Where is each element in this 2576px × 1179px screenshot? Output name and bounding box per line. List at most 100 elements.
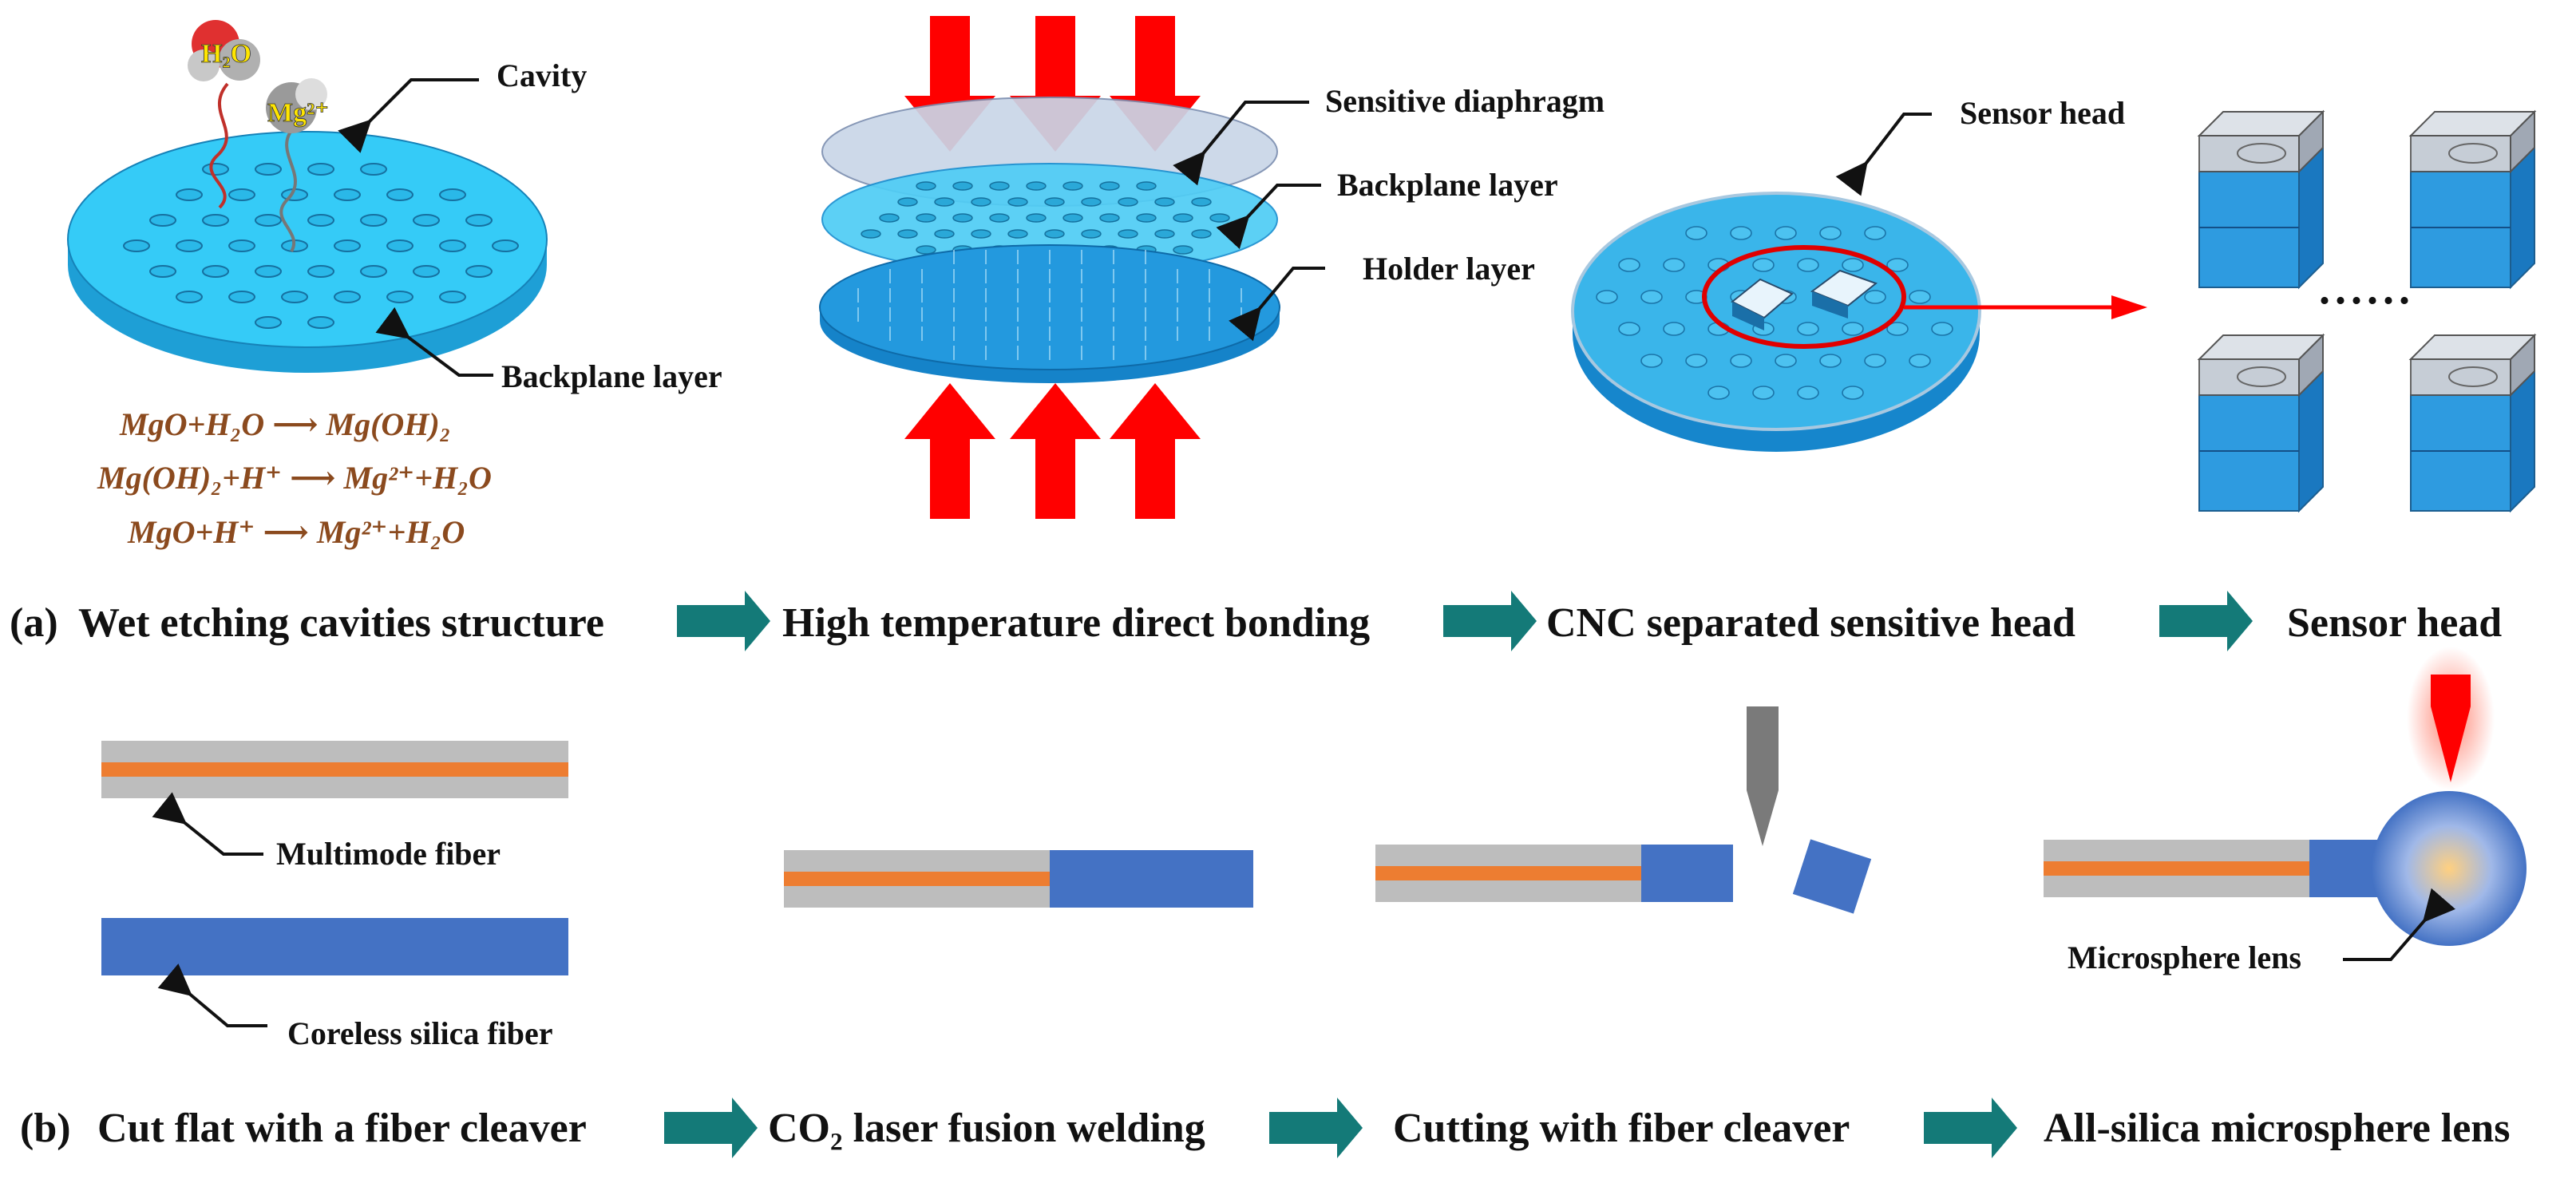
cavity-hole	[255, 214, 282, 227]
step-b1: Cut flat with a fiber cleaver	[97, 1106, 587, 1151]
cavity-hole	[1886, 258, 1909, 272]
cavity-hole	[1886, 322, 1909, 336]
cavity-hole	[1007, 197, 1028, 207]
cavity-hole	[1026, 213, 1047, 223]
cavity-hole	[1909, 290, 1931, 304]
cavity-hole	[1842, 322, 1864, 336]
cavity-hole	[360, 163, 387, 176]
cavity-hole	[228, 239, 255, 252]
cavity-hole	[897, 229, 918, 239]
cavity-hole	[1081, 197, 1102, 207]
coreless-callout: Coreless silica fiber	[157, 963, 553, 1051]
cavity-hole	[492, 239, 519, 252]
mg-ion-molecule: Mg²⁺	[266, 78, 330, 253]
cavity-hole	[465, 265, 493, 278]
cavity-hole	[1118, 197, 1138, 207]
cavity-hole	[916, 213, 936, 223]
step-a4: Sensor head	[2287, 600, 2502, 646]
cavity-hole	[1618, 322, 1640, 336]
sensor-cube	[2197, 333, 2325, 513]
cavity-hole	[1154, 197, 1175, 207]
cavity-hole	[386, 291, 414, 303]
cavity-hole	[1797, 386, 1819, 400]
cavity-hole	[1136, 181, 1157, 191]
cavity-hole	[1864, 290, 1886, 304]
multimode-fiber	[101, 741, 568, 798]
cavity-hole	[1209, 213, 1230, 223]
cavity-hole	[1909, 354, 1931, 368]
cavity-hole	[916, 245, 936, 255]
cavity-hole	[1007, 229, 1028, 239]
cavity-hole	[465, 214, 493, 227]
cavity-hole	[307, 214, 334, 227]
cavity-hole	[1136, 213, 1157, 223]
sensor-head-cubes	[2197, 109, 2537, 513]
panel-b-steps: (b) Cut flat with a fiber cleaver CO₂ la…	[20, 1098, 2510, 1158]
cavity-hole	[1931, 322, 1953, 336]
cavity-hole	[1044, 229, 1065, 239]
cavity-hole	[228, 188, 255, 201]
cleaver-blade	[1747, 706, 1779, 846]
cavity-hole	[1173, 213, 1193, 223]
cavity-hole	[360, 214, 387, 227]
equation-3: MgO+H⁺ ⟶ Mg²⁺+H₂O	[127, 514, 465, 550]
cavity-hole	[307, 265, 334, 278]
mid-callouts: Sensitive diaphragm Backplane layer Hold…	[1173, 83, 1605, 342]
cavity-hole	[228, 291, 255, 303]
cavity-hole	[307, 316, 334, 329]
cavity-hole	[386, 188, 414, 201]
coreless-fiber	[101, 918, 568, 975]
cavity-hole	[1596, 290, 1618, 304]
cavity-hole	[439, 291, 466, 303]
sensor-head-label: Sensor head	[1960, 95, 2125, 131]
cavity-hole	[1663, 322, 1685, 336]
step-a1: Wet etching cavities structure	[78, 600, 604, 646]
cavity-callout: Cavity	[338, 57, 587, 153]
cavity-hole	[176, 239, 203, 252]
cavity-hole	[413, 265, 440, 278]
cavity-hole	[989, 213, 1010, 223]
cavity-hole	[1191, 229, 1212, 239]
equations: MgO+H₂O ⟶ Mg(OH)₂ Mg(OH)₂+H⁺ ⟶ Mg²⁺+H₂O …	[97, 406, 492, 550]
cavity-hole	[1640, 354, 1663, 368]
cavity-hole	[202, 214, 229, 227]
cavity-hole	[934, 197, 955, 207]
microsphere-lens	[2372, 791, 2527, 946]
cavity-hole	[1730, 354, 1752, 368]
cavity-hole	[1154, 229, 1175, 239]
step-arrow-b1	[664, 1098, 758, 1158]
cavity-hole	[1819, 226, 1842, 240]
multimode-callout: Multimode fiber	[152, 792, 501, 872]
cavity-hole	[1618, 258, 1640, 272]
cavity-hole	[1797, 258, 1819, 272]
cavity-hole	[413, 214, 440, 227]
cavity-hole	[281, 291, 308, 303]
ellipsis-label: ......	[2319, 264, 2415, 314]
cavity-hole	[1099, 181, 1120, 191]
pressure-arrows-bottom	[904, 383, 1201, 519]
sensor-cube	[2408, 333, 2537, 513]
microsphere-label: Microsphere lens	[2068, 940, 2301, 975]
cavity-hole	[1775, 226, 1797, 240]
cavity-hole	[879, 213, 900, 223]
equation-1: MgO+H₂O ⟶ Mg(OH)₂	[119, 406, 451, 442]
cavity-hole	[202, 163, 229, 176]
cavity-hole	[360, 265, 387, 278]
sensor-head-disk	[1571, 192, 1981, 452]
cavity-hole	[307, 163, 334, 176]
cavity-hole	[1026, 181, 1047, 191]
step-b2: CO₂ laser fusion welding	[768, 1106, 1205, 1151]
cavity-hole	[123, 239, 150, 252]
cavity-hole	[1842, 258, 1864, 272]
water-molecule: H₂O	[188, 20, 260, 209]
cavity-hole	[1864, 354, 1886, 368]
cavity-hole	[989, 181, 1010, 191]
cavity-hole	[1864, 226, 1886, 240]
cavity-hole	[1685, 226, 1707, 240]
cavity-hole	[255, 265, 282, 278]
microsphere-callout: Microsphere lens	[2068, 888, 2456, 975]
cavity-hole	[1752, 258, 1775, 272]
cut-piece	[1792, 839, 1872, 914]
cavity-hole	[1118, 229, 1138, 239]
cavity-hole	[255, 316, 282, 329]
